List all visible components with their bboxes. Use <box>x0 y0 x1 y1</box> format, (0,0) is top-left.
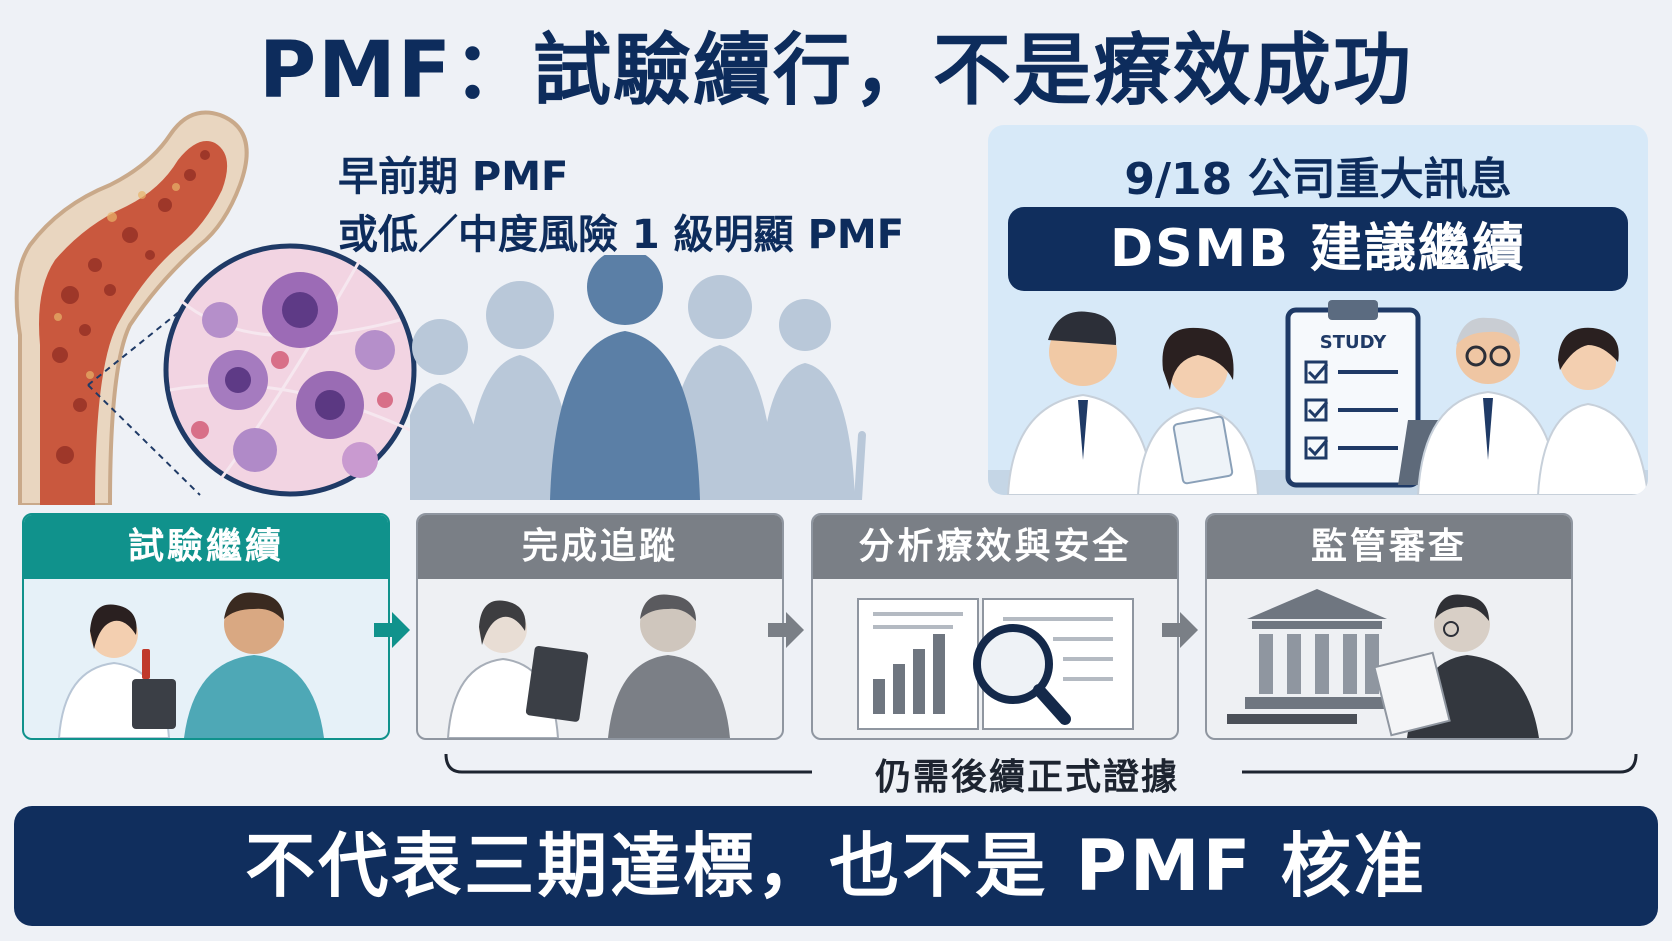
clipboard-label: STUDY <box>1320 332 1387 353</box>
bottom-banner: 不代表三期達標，也不是 PMF 核准 <box>14 806 1658 926</box>
followup-illustration <box>446 594 730 738</box>
bone-illustration <box>14 110 249 505</box>
analysis-illustration <box>857 598 1134 730</box>
regulatory-illustration <box>1227 589 1539 738</box>
trial-continues-illustration <box>57 592 324 738</box>
arrow-right-icon <box>1162 612 1198 648</box>
patient-silhouettes <box>410 255 866 500</box>
patient-criteria: 早前期 PMF 或低／中度風險 1 級明顯 PMF <box>338 148 904 264</box>
step-label: 分析療效與安全 <box>813 515 1177 579</box>
step-label: 監管審查 <box>1207 515 1571 579</box>
page-title: PMF：試驗續行，不是療效成功 <box>258 26 1414 116</box>
criteria-line-1: 早前期 PMF <box>338 154 569 200</box>
step-analyze-efficacy-safety: 分析療效與安全 <box>811 513 1179 740</box>
arrow-right-icon <box>768 612 804 648</box>
announcement-date: 9/18 公司重大訊息 <box>1124 154 1512 205</box>
step-label: 完成追蹤 <box>418 515 782 579</box>
step-complete-followup: 完成追蹤 <box>416 513 784 740</box>
arrow-right-icon <box>374 612 410 648</box>
dsmb-recommendation-pill: DSMB 建議繼續 <box>1008 207 1628 291</box>
criteria-line-2: 或低／中度風險 1 級明顯 PMF <box>338 212 905 258</box>
step-label: 試驗繼續 <box>24 515 388 579</box>
step-trial-continues: 試驗繼續 <box>22 513 390 740</box>
step-regulatory-review: 監管審查 <box>1205 513 1573 740</box>
bracket-label: 仍需後續正式證據 <box>812 748 1242 802</box>
announcement-panel: 9/18 公司重大訊息 DSMB 建議繼續 STUDY <box>988 125 1648 495</box>
dsmb-meeting-illustration: STUDY <box>988 300 1648 495</box>
cell-zoom-circle <box>163 243 417 497</box>
